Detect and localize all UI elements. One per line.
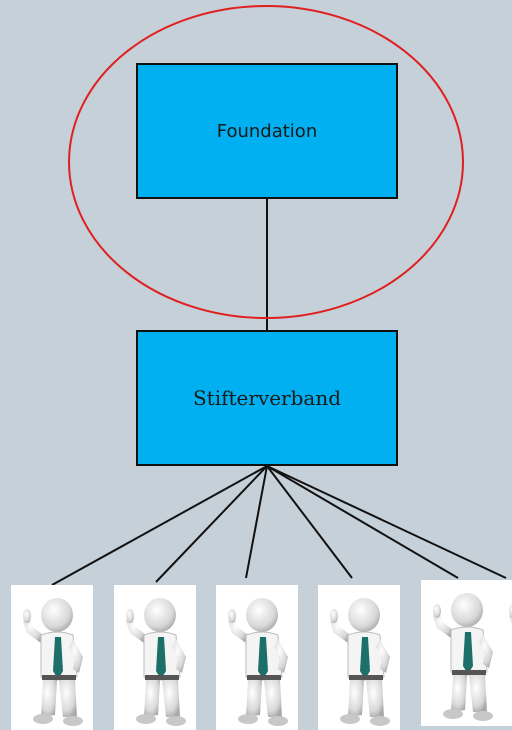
businessman-thumbs-up-icon <box>126 598 186 726</box>
member-figure-5 <box>421 580 503 726</box>
businessman-thumbs-up-icon <box>509 604 512 625</box>
member-figure-3 <box>216 585 298 730</box>
stifterverband-box: Stifterverband <box>136 330 398 466</box>
member-figure-6 <box>497 580 512 726</box>
businessman-thumbs-up-icon <box>330 598 390 726</box>
stifterverband-label: Stifterverband <box>192 386 342 410</box>
connector-member-4 <box>266 465 353 579</box>
connector-member-3 <box>245 465 268 579</box>
member-figure-1 <box>11 585 93 730</box>
member-figure-2 <box>114 585 196 730</box>
businessman-thumbs-up-icon <box>228 598 288 726</box>
connector-member-2 <box>155 465 268 583</box>
foundation-label: Foundation <box>216 120 318 142</box>
connector-member-1 <box>51 465 268 586</box>
foundation-box: Foundation <box>136 63 398 199</box>
businessman-thumbs-up-icon <box>23 598 83 726</box>
connector-member-5 <box>266 465 459 579</box>
businessman-thumbs-up-icon <box>433 593 493 721</box>
member-figure-4 <box>318 585 400 730</box>
connector-member-6 <box>266 465 507 579</box>
